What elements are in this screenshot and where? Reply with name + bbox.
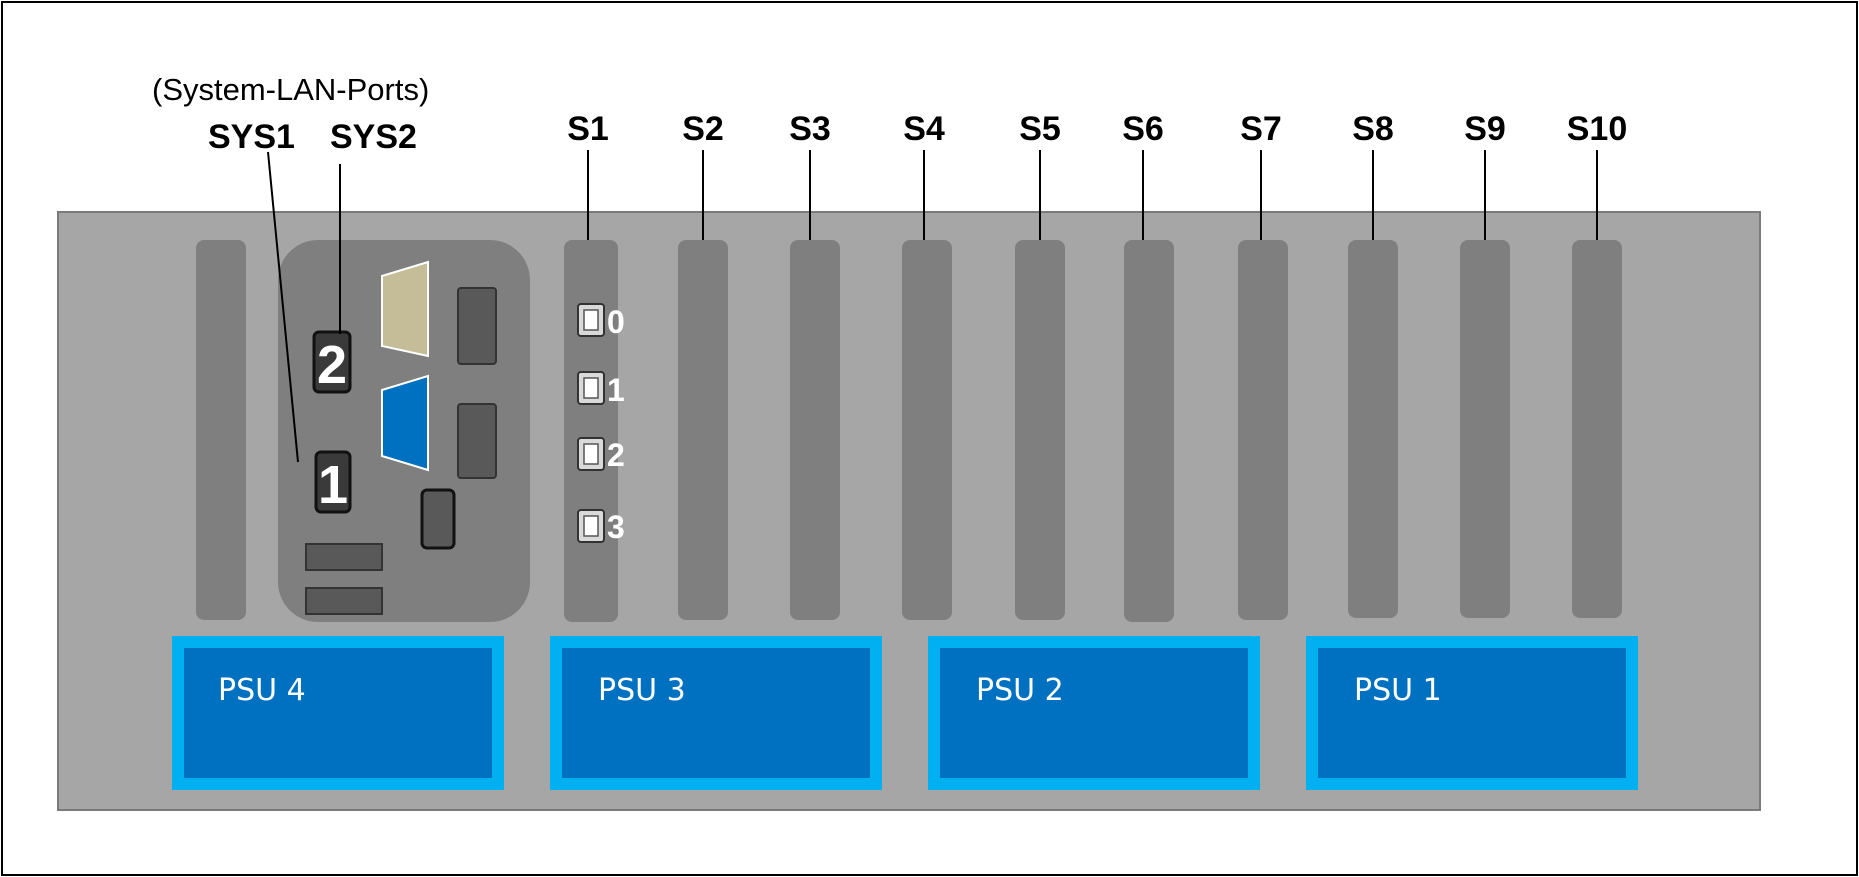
psu-4-label: PSU 4 (218, 673, 306, 708)
blank-slot (196, 240, 246, 620)
slot-s4 (902, 240, 952, 620)
slot-s5 (1015, 240, 1065, 620)
psu-3: PSU 3 (550, 636, 882, 790)
sys-lan-port-1: 1 (314, 450, 352, 515)
label-sys2: SYS2 (330, 118, 417, 156)
leader-sys1 (267, 151, 299, 463)
hdd-bay-lower (305, 587, 383, 615)
s1-port-3: 3 (577, 509, 625, 545)
label-s2: S2 (682, 110, 724, 148)
s1-lan-ports: 0 1 2 3 (577, 303, 625, 545)
s1-port-1: 1 (577, 371, 625, 408)
sys-port-number-2: 2 (317, 335, 347, 395)
label-s10: S10 (1567, 110, 1628, 148)
label-sys1: SYS1 (208, 118, 295, 156)
label-s3: S3 (789, 110, 831, 148)
label-s9: S9 (1464, 110, 1506, 148)
small-port (420, 488, 456, 550)
psu-2-label: PSU 2 (976, 673, 1064, 708)
label-s6: S6 (1122, 110, 1164, 148)
system-lan-ports-caption: (System-LAN-Ports) (152, 72, 429, 107)
vga-port (381, 260, 429, 358)
serial-port (381, 374, 429, 472)
usb-port-lower (457, 403, 497, 479)
slot-s1 (564, 240, 618, 622)
label-s8: S8 (1352, 110, 1394, 148)
psu-4: PSU 4 (172, 636, 504, 790)
s1-port-label-2: 2 (607, 437, 625, 473)
hdd-bay-upper (305, 543, 383, 571)
leader-lines (267, 150, 1598, 463)
label-s4: S4 (903, 110, 945, 148)
slot-s3 (790, 240, 840, 620)
label-s1: S1 (567, 110, 609, 148)
sys-lan-port-2: 2 (312, 330, 352, 395)
slot-s10 (1572, 240, 1622, 618)
slot-s7 (1238, 240, 1288, 620)
psu-2: PSU 2 (928, 636, 1260, 790)
s1-port-2: 2 (577, 437, 625, 473)
s1-port-0: 0 (577, 303, 625, 340)
label-s7: S7 (1240, 110, 1282, 148)
s1-port-label-0: 0 (607, 304, 625, 340)
psu-1: PSU 1 (1306, 636, 1638, 790)
s1-port-label-3: 3 (607, 509, 625, 545)
s1-port-label-1: 1 (607, 372, 625, 408)
psu-1-label: PSU 1 (1354, 673, 1442, 708)
label-s5: S5 (1019, 110, 1061, 148)
slot-s8 (1348, 240, 1398, 618)
slot-s6 (1124, 240, 1174, 622)
slot-s9 (1460, 240, 1510, 618)
sys-port-number-1: 1 (318, 455, 348, 515)
slot-s2 (678, 240, 728, 620)
slot-labels: S1 S2 S3 S4 S5 S6 S7 S8 S9 S10 (567, 110, 1627, 148)
usb-port-upper (457, 287, 497, 365)
psu-3-label: PSU 3 (598, 673, 686, 708)
